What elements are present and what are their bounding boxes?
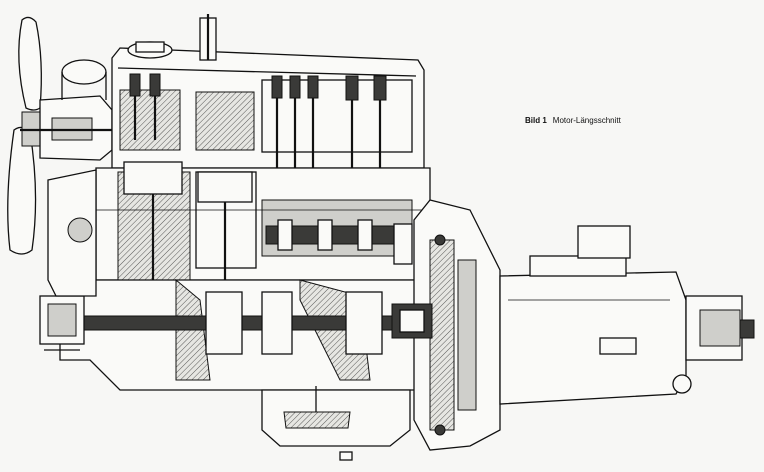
figure-caption: Bild 1 Motor-Längsschnitt [525,116,621,125]
oil-filler-cap [127,41,173,59]
figure-title: Motor-Längsschnitt [552,116,621,125]
oil-sump [261,386,411,461]
gearbox [499,225,687,405]
camshaft [265,219,413,265]
valve-train [129,73,387,170]
gearbox-output-flange [672,295,755,394]
clutch-housing [413,199,501,451]
distributor [199,14,217,61]
timing-cover [47,169,97,297]
crankshaft [59,291,421,355]
crank-pulley [39,295,85,351]
water-pump-housing [20,59,113,161]
cylinder-head [111,47,425,169]
figure-number: Bild 1 [525,116,547,125]
flywheel [391,303,433,339]
crankcase [59,278,431,391]
cooling-fan [7,16,49,255]
pistons [123,161,253,300]
